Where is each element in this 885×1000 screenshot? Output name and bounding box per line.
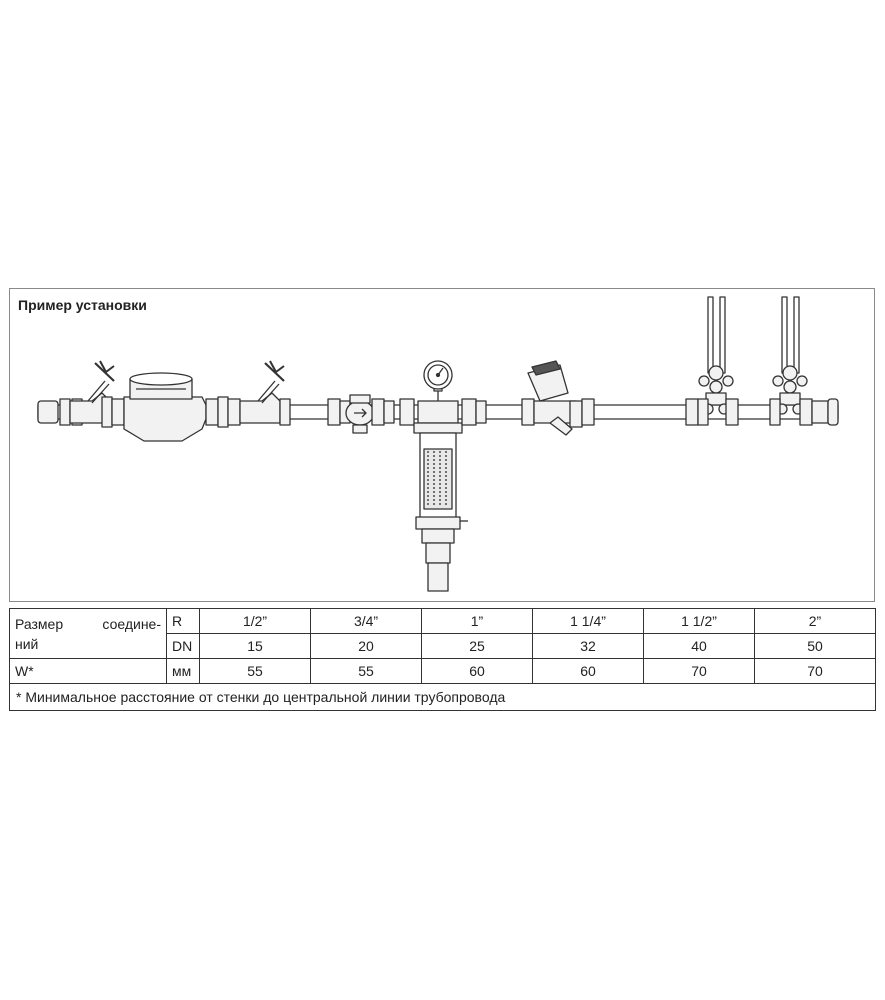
r-value-3: 1” xyxy=(421,608,533,634)
w-value-5: 70 xyxy=(643,658,755,684)
dn-value-6: 50 xyxy=(754,633,876,659)
w-label: W* xyxy=(9,658,167,684)
pipe-coupling-1 xyxy=(327,398,351,426)
meter-union-left xyxy=(101,396,125,428)
installation-diagram xyxy=(37,296,839,592)
r-value-6: 2” xyxy=(754,608,876,634)
table-footnote-row: * Минимальное расстояние от стенки до це… xyxy=(9,683,876,711)
size-label-word3: ний xyxy=(15,635,39,652)
table-row-r: Размер соедине- ний R 1/2” 3/4” 1” 1 1/4… xyxy=(9,608,876,659)
unit-r: R xyxy=(166,608,200,634)
check-valve-icon xyxy=(345,394,395,434)
w-value-2: 55 xyxy=(310,658,422,684)
r-value-5: 1 1/2” xyxy=(643,608,755,634)
installation-figure: Пример установки xyxy=(9,288,875,602)
footnote: * Минимальное расстояние от стенки до це… xyxy=(9,683,876,711)
filter-bowl-icon xyxy=(415,432,468,592)
w-value-3: 60 xyxy=(421,658,533,684)
dn-value-3: 25 xyxy=(421,633,533,659)
size-label-word1: Размер xyxy=(15,615,64,632)
table-row-w: W* мм 55 55 60 60 70 70 xyxy=(9,658,876,684)
r-value-2: 3/4” xyxy=(310,608,422,634)
filter-union-left xyxy=(399,398,415,426)
dn-value-2: 20 xyxy=(310,633,422,659)
dn-value-1: 15 xyxy=(199,633,311,659)
unit-dn: DN xyxy=(166,633,200,659)
water-meter-icon xyxy=(123,372,207,442)
figure-title: Пример установки xyxy=(18,297,147,313)
w-value-1: 55 xyxy=(199,658,311,684)
branch-valve-1-icon xyxy=(697,296,739,426)
outlet-shutoff-valve-icon xyxy=(239,360,291,426)
pressure-reducer-icon xyxy=(521,360,595,436)
r-value-4: 1 1/4” xyxy=(532,608,644,634)
r-value-1: 1/2” xyxy=(199,608,311,634)
filter-union-right xyxy=(461,398,487,426)
table-row-dn: DN 15 20 25 32 40 50 xyxy=(10,633,876,659)
size-label-cell: Размер соедине- ний xyxy=(9,608,167,659)
end-cap xyxy=(811,398,839,426)
w-value-4: 60 xyxy=(532,658,644,684)
dn-value-5: 40 xyxy=(643,633,755,659)
branch-valve-2-icon xyxy=(769,296,813,426)
dn-value-4: 32 xyxy=(532,633,644,659)
meter-union-right xyxy=(205,396,241,428)
unit-mm: мм xyxy=(166,658,200,684)
pressure-gauge-icon xyxy=(423,360,453,405)
pipe-coupling-2 xyxy=(685,398,699,426)
filter-head-icon xyxy=(413,400,463,434)
connection-size-table: Размер соедине- ний R 1/2” 3/4” 1” 1 1/4… xyxy=(9,608,876,711)
size-label-word2: соедине- xyxy=(102,615,161,632)
w-value-6: 70 xyxy=(754,658,876,684)
